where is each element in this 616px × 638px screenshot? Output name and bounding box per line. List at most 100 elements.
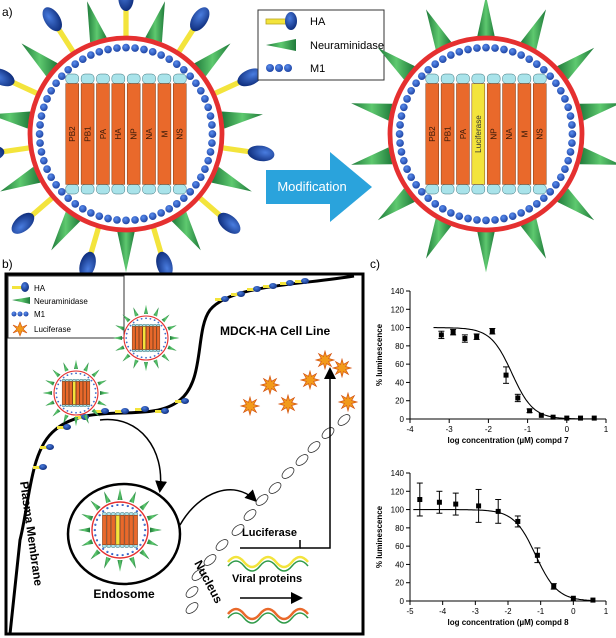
m1-protein bbox=[403, 165, 411, 173]
luciferase-star bbox=[331, 357, 353, 379]
legend-b-neuraminidase-text: Neuraminidase bbox=[34, 297, 88, 306]
segment-cap-top bbox=[106, 512, 111, 516]
neuraminidase-spike bbox=[117, 560, 123, 572]
ha-receptor-head bbox=[181, 398, 189, 404]
m1-protein bbox=[140, 45, 148, 54]
nuclear-pore bbox=[185, 602, 199, 614]
m1-protein bbox=[160, 324, 163, 327]
segment-label: NS bbox=[536, 128, 545, 140]
segment-cap-top bbox=[533, 73, 547, 84]
gene-segment bbox=[96, 83, 110, 185]
m1-protein bbox=[87, 376, 90, 379]
m1-protein bbox=[47, 86, 56, 95]
neuraminidase-spike bbox=[0, 166, 41, 192]
entry-arrow bbox=[99, 418, 168, 493]
neuraminidase-spike bbox=[90, 500, 101, 511]
m1-protein bbox=[102, 510, 105, 513]
segment-cap-top bbox=[425, 73, 439, 84]
gene-segment bbox=[133, 515, 138, 545]
m1-protein bbox=[447, 209, 455, 217]
m1-protein bbox=[92, 383, 95, 386]
neuraminidase-spike bbox=[351, 147, 393, 165]
gene-segment bbox=[425, 83, 439, 185]
segment-cap-bottom bbox=[153, 349, 157, 352]
m1-protein bbox=[59, 379, 62, 382]
neuraminidase-spike bbox=[129, 556, 136, 569]
m1-protein bbox=[157, 321, 160, 324]
neuraminidase-spike bbox=[97, 380, 107, 386]
neuraminidase-spike bbox=[146, 514, 159, 521]
neuraminidase-spike bbox=[133, 359, 139, 369]
m1-protein bbox=[164, 341, 167, 344]
gene-segment bbox=[142, 83, 156, 185]
m1-protein bbox=[122, 216, 130, 225]
data-point bbox=[476, 503, 482, 509]
m1-protein bbox=[525, 55, 534, 64]
m1-protein bbox=[491, 216, 499, 224]
m1-protein bbox=[206, 112, 215, 120]
m1-protein bbox=[204, 103, 213, 112]
ha-head bbox=[42, 7, 62, 32]
neuraminidase-spike bbox=[144, 304, 148, 314]
neuraminidase-spike bbox=[520, 9, 547, 50]
nuclear-pore bbox=[215, 539, 229, 551]
neuraminidase-spike bbox=[83, 362, 89, 372]
data-point bbox=[538, 412, 544, 418]
m1-protein bbox=[129, 349, 132, 352]
m1-protein bbox=[75, 411, 77, 414]
x-tick-label: 1 bbox=[604, 425, 609, 434]
m1-protein bbox=[36, 139, 44, 147]
neuraminidase-spike bbox=[115, 325, 125, 331]
m1-protein bbox=[37, 148, 46, 156]
gene-segment bbox=[80, 83, 95, 185]
ha-receptor-head bbox=[269, 283, 277, 289]
luciferase-stars bbox=[239, 349, 359, 417]
luciferase-star bbox=[337, 391, 359, 413]
neuraminidase-spike bbox=[112, 336, 122, 340]
y-tick-label: 120 bbox=[391, 305, 405, 314]
m1-protein bbox=[517, 209, 525, 217]
luciferase-star bbox=[277, 393, 299, 415]
m1-protein bbox=[141, 518, 145, 521]
gene-segment bbox=[135, 326, 139, 350]
m1-protein bbox=[64, 194, 73, 203]
neuraminidase-spike bbox=[377, 188, 415, 221]
m1-protein bbox=[113, 216, 121, 224]
m1-protein bbox=[78, 204, 87, 213]
m1-protein bbox=[201, 95, 209, 103]
m1-protein bbox=[106, 507, 109, 510]
m1-protein bbox=[95, 47, 104, 56]
legend-a: HA Neuraminidase M1 bbox=[257, 9, 385, 81]
m1-protein bbox=[424, 65, 433, 74]
ha-receptor-stalk bbox=[33, 466, 41, 469]
ha-receptor-stalk bbox=[247, 288, 255, 291]
m1-protein bbox=[153, 354, 156, 357]
data-point bbox=[534, 552, 540, 558]
ha-head bbox=[237, 68, 263, 87]
data-point bbox=[515, 518, 521, 524]
m1-protein bbox=[37, 112, 46, 120]
virus-bound-cell bbox=[112, 304, 180, 372]
segment-cap-top bbox=[153, 324, 157, 327]
luciferase-star bbox=[239, 395, 261, 417]
neuraminidase-spike bbox=[87, 1, 107, 43]
data-point bbox=[462, 336, 468, 342]
y-tick-label: 140 bbox=[391, 469, 405, 478]
m1-protein bbox=[403, 95, 411, 103]
ha-receptor-head bbox=[101, 408, 109, 414]
m1-protein bbox=[132, 321, 135, 324]
ha-receptor-head bbox=[39, 464, 47, 470]
m1-protein bbox=[55, 396, 58, 399]
gene-segment bbox=[440, 83, 455, 185]
segment-cap-top bbox=[142, 324, 146, 327]
m1-protein bbox=[455, 47, 464, 56]
endosome-label: Endosome bbox=[93, 587, 155, 601]
m1-protein bbox=[164, 332, 167, 335]
segment-cap-bottom bbox=[135, 349, 139, 352]
segment-cap-bottom bbox=[111, 544, 116, 548]
m1-protein bbox=[106, 550, 109, 553]
x-tick-label: -4 bbox=[439, 607, 447, 616]
m1-protein bbox=[412, 79, 420, 88]
segment-cap-top bbox=[79, 379, 84, 382]
m1-protein bbox=[407, 173, 416, 182]
